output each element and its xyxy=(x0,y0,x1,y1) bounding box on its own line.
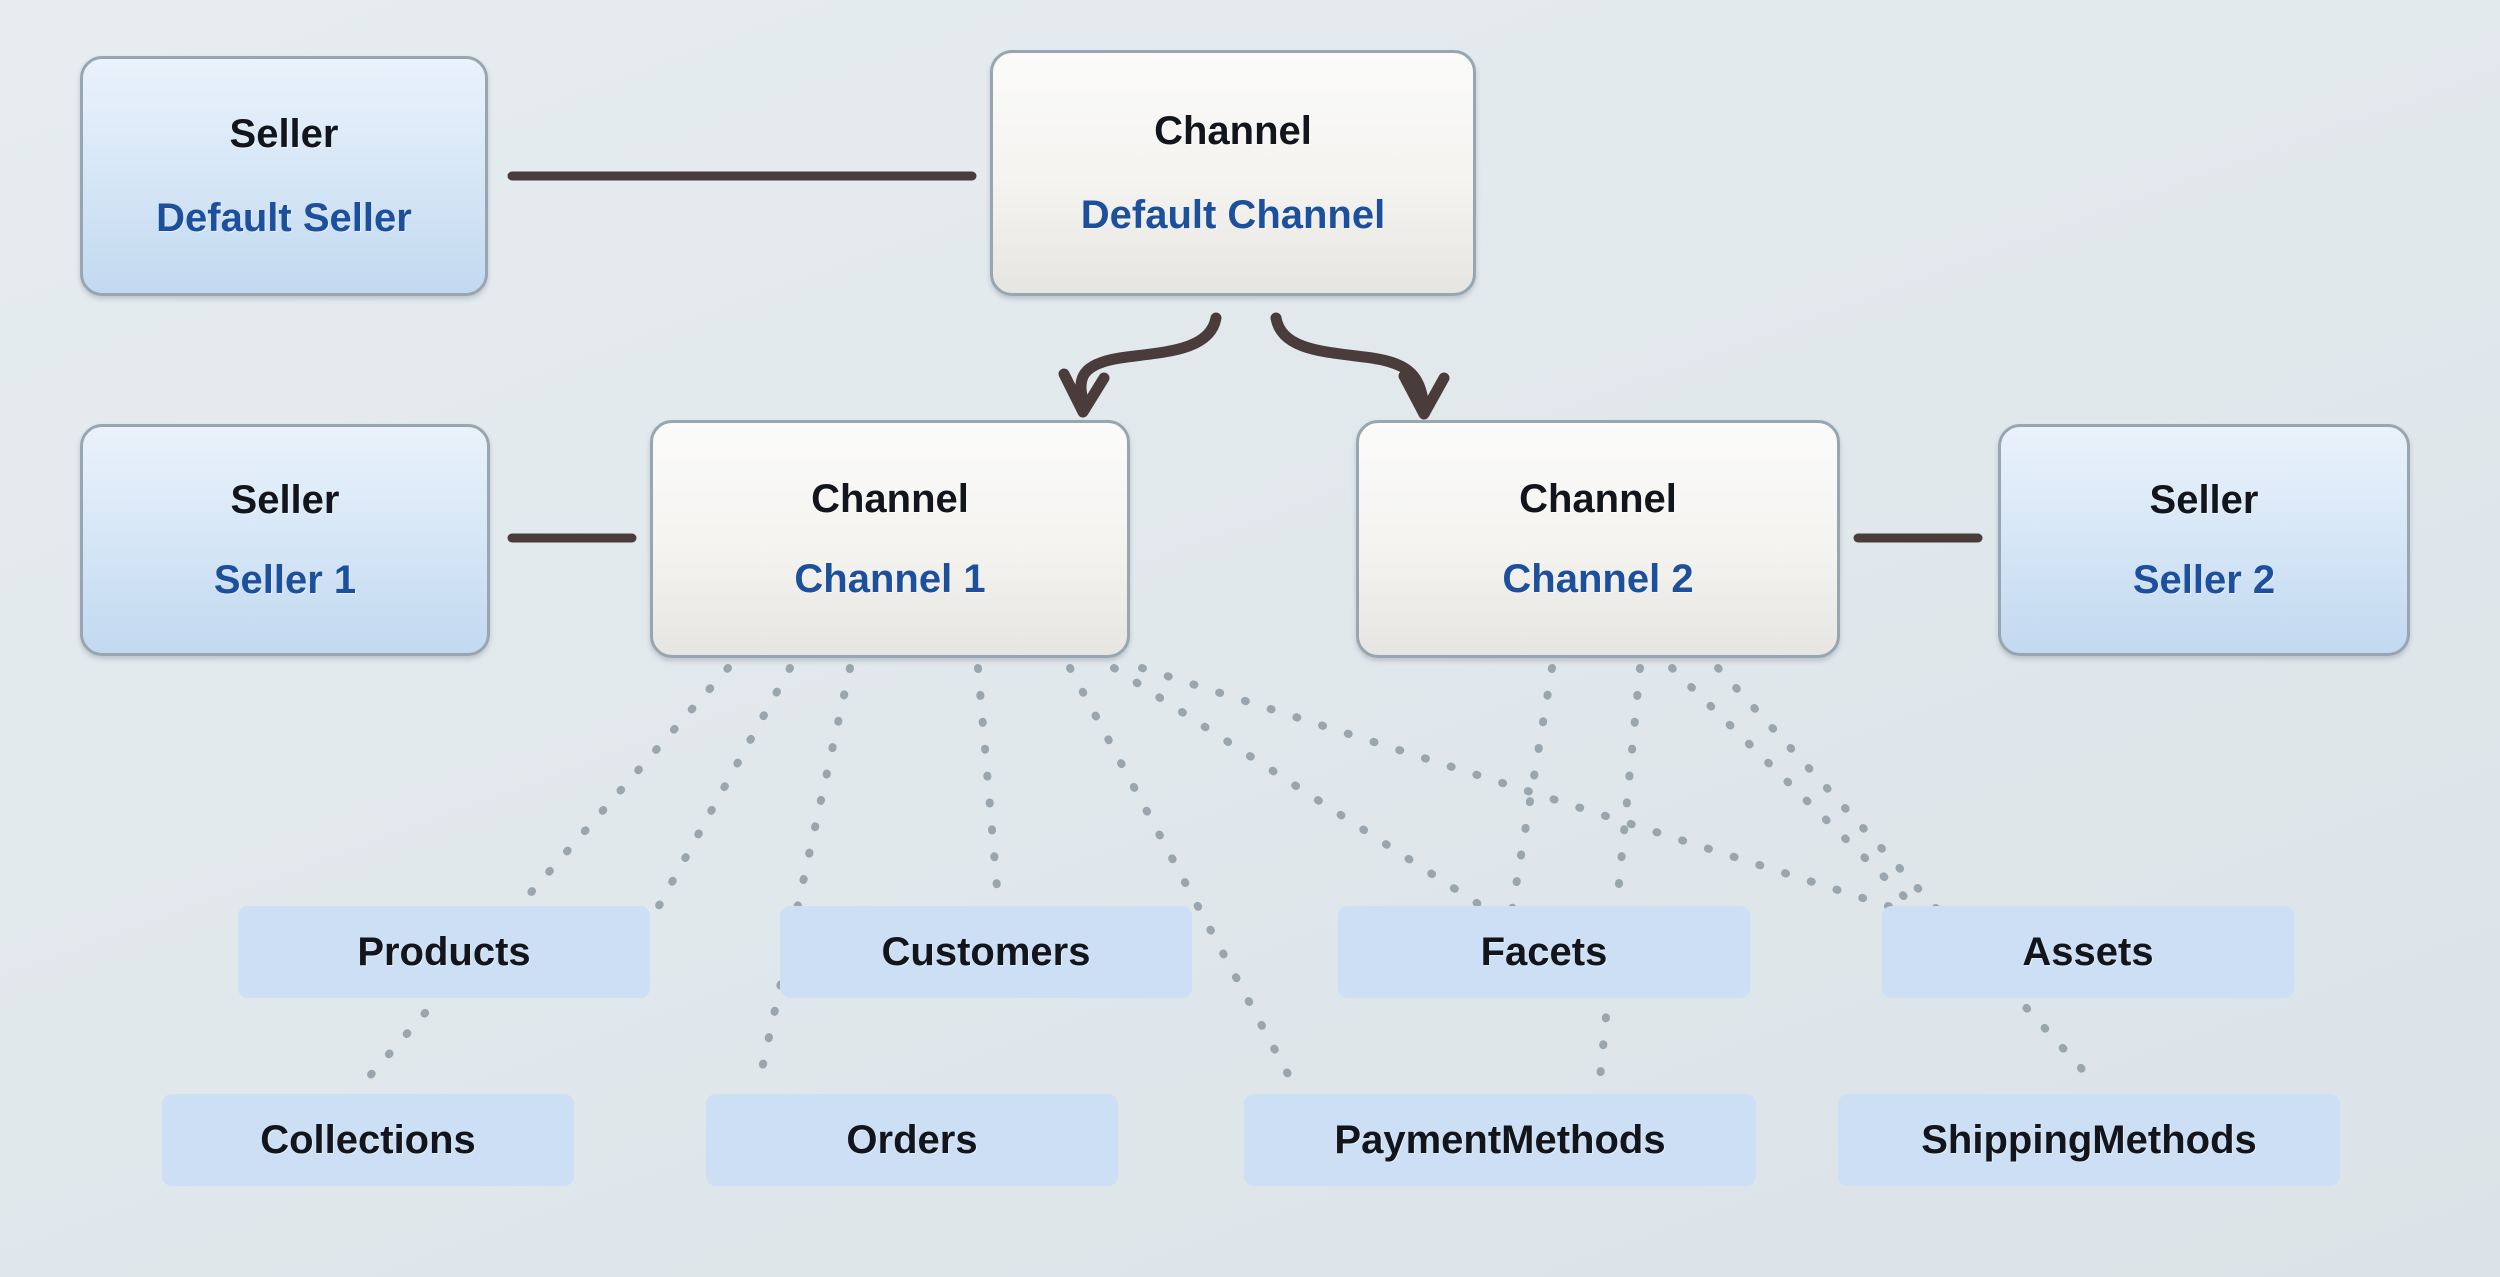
resource-label: PaymentMethods xyxy=(1334,1117,1666,1162)
entity-channel-1[interactable]: Channel Channel 1 xyxy=(650,420,1130,658)
entity-default-seller[interactable]: Seller Default Seller xyxy=(80,56,488,296)
entity-seller-1[interactable]: Seller Seller 1 xyxy=(80,424,490,656)
dotted-channel2-assets xyxy=(1668,664,1934,926)
resource-facets[interactable]: Facets xyxy=(1338,906,1750,998)
entity-name-label: Default Channel xyxy=(1080,193,1386,237)
resource-label: Collections xyxy=(260,1117,476,1162)
resource-label: Products xyxy=(357,929,531,974)
resource-label: Facets xyxy=(1480,929,1608,974)
resource-label: ShippingMethods xyxy=(1921,1117,2257,1162)
resource-shippingmethods[interactable]: ShippingMethods xyxy=(1838,1094,2340,1186)
arrow-default-channel-to-channel1-head xyxy=(1058,368,1110,418)
resource-collections[interactable]: Collections xyxy=(162,1094,574,1186)
dotted-channel2-shippingmethods xyxy=(1714,664,2094,1082)
resource-paymentmethods[interactable]: PaymentMethods xyxy=(1244,1094,1756,1186)
dotted-channel1-paymentmethods xyxy=(1066,664,1294,1082)
resource-assets[interactable]: Assets xyxy=(1882,906,2294,998)
dotted-channel1-products xyxy=(646,664,794,926)
resource-label: Assets xyxy=(2022,929,2154,974)
dotted-channel2-paymentmethods xyxy=(1596,664,1644,1082)
dotted-channel1-customers xyxy=(974,664,1004,926)
resource-label: Orders xyxy=(846,1117,978,1162)
entity-seller-2[interactable]: Seller Seller 2 xyxy=(1998,424,2410,656)
arrow-default-channel-to-channel2-head xyxy=(1398,370,1450,420)
entity-type-label: Channel xyxy=(1519,477,1677,521)
dotted-channel1-assets xyxy=(1138,664,1942,926)
entity-type-label: Seller xyxy=(229,112,339,156)
arrow-default-channel-to-channel2 xyxy=(1270,312,1430,412)
entity-name-label: Channel 2 xyxy=(1502,557,1694,601)
entity-type-label: Channel xyxy=(1154,109,1312,153)
entity-name-label: Seller 1 xyxy=(213,558,357,602)
entity-default-channel[interactable]: Channel Default Channel xyxy=(990,50,1476,296)
resource-orders[interactable]: Orders xyxy=(706,1094,1118,1186)
arrow-default-channel-to-channel1 xyxy=(1075,312,1222,410)
entity-name-label: Seller 2 xyxy=(2132,558,2276,602)
entity-channel-2[interactable]: Channel Channel 2 xyxy=(1356,420,1840,658)
entity-type-label: Seller xyxy=(2149,478,2259,522)
dotted-channel2-facets xyxy=(1506,664,1556,926)
entity-type-label: Channel xyxy=(811,477,969,521)
entity-name-label: Default Seller xyxy=(156,196,412,240)
dotted-channel1-facets xyxy=(1110,664,1510,926)
resource-products[interactable]: Products xyxy=(238,906,650,998)
dotted-channel1-orders xyxy=(756,664,854,1082)
resource-label: Customers xyxy=(881,929,1091,974)
resource-customers[interactable]: Customers xyxy=(780,906,1192,998)
entity-name-label: Channel 1 xyxy=(794,557,986,601)
dotted-channel1-collections xyxy=(364,664,732,1082)
entity-type-label: Seller xyxy=(230,478,340,522)
